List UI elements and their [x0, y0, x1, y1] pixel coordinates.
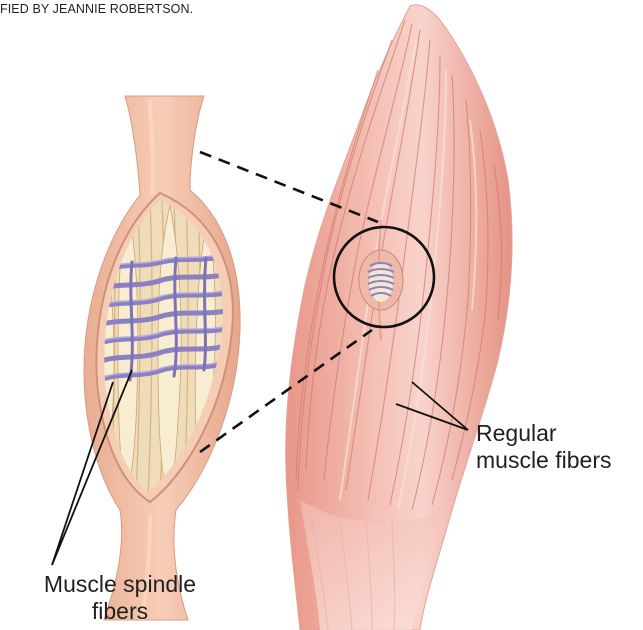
label-regular-line2: muscle fibers [476, 447, 611, 474]
label-spindle-line2: fibers [8, 598, 232, 625]
regular-muscle [286, 5, 512, 630]
label-regular-line1: Regular [476, 420, 611, 447]
spindle-closeup [84, 96, 240, 620]
illustration-credit: FIED BY JEANNIE ROBERTSON. [0, 2, 193, 16]
label-spindle-line1: Muscle spindle [8, 571, 232, 598]
label-muscle-spindle-fibers: Muscle spindle fibers [8, 571, 232, 625]
label-regular-muscle-fibers: Regular muscle fibers [476, 420, 611, 474]
